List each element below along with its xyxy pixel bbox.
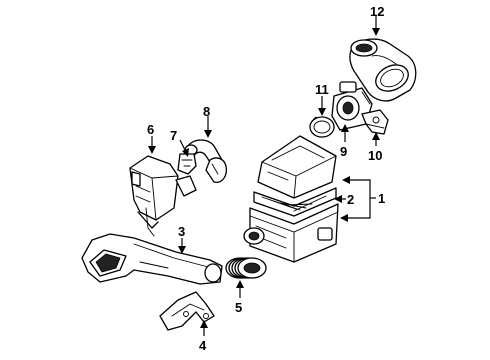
part-9-air-flow-meter [331, 81, 373, 131]
part-8-hose [184, 139, 228, 183]
part-1-air-cleaner-assembly [243, 135, 339, 263]
callout-9: 9 [340, 144, 347, 159]
part-6-resonator [129, 155, 197, 237]
callout-4: 4 [199, 338, 207, 353]
part-11-hose-clamp [309, 116, 335, 138]
part-10-bracket [361, 109, 389, 135]
leader-lines [148, 16, 380, 336]
callout-12: 12 [370, 4, 384, 19]
part-5-corrugated-hose [225, 257, 267, 279]
part-3-intake-duct [81, 233, 223, 285]
callout-5: 5 [235, 300, 242, 315]
callout-11: 11 [315, 82, 329, 97]
part-7-clip [177, 153, 197, 175]
callout-3: 3 [178, 224, 185, 239]
part-4-duct-bracket [159, 291, 215, 331]
callout-10: 10 [368, 148, 382, 163]
callout-2: 2 [347, 192, 354, 207]
callout-1: 1 [378, 191, 385, 206]
callout-8: 8 [203, 104, 210, 119]
part-12-intake-elbow [349, 38, 417, 102]
callout-6: 6 [147, 122, 154, 137]
callout-labels: 12 11 8 6 7 9 10 2 1 3 5 4 [147, 4, 385, 353]
callout-7: 7 [170, 128, 177, 143]
